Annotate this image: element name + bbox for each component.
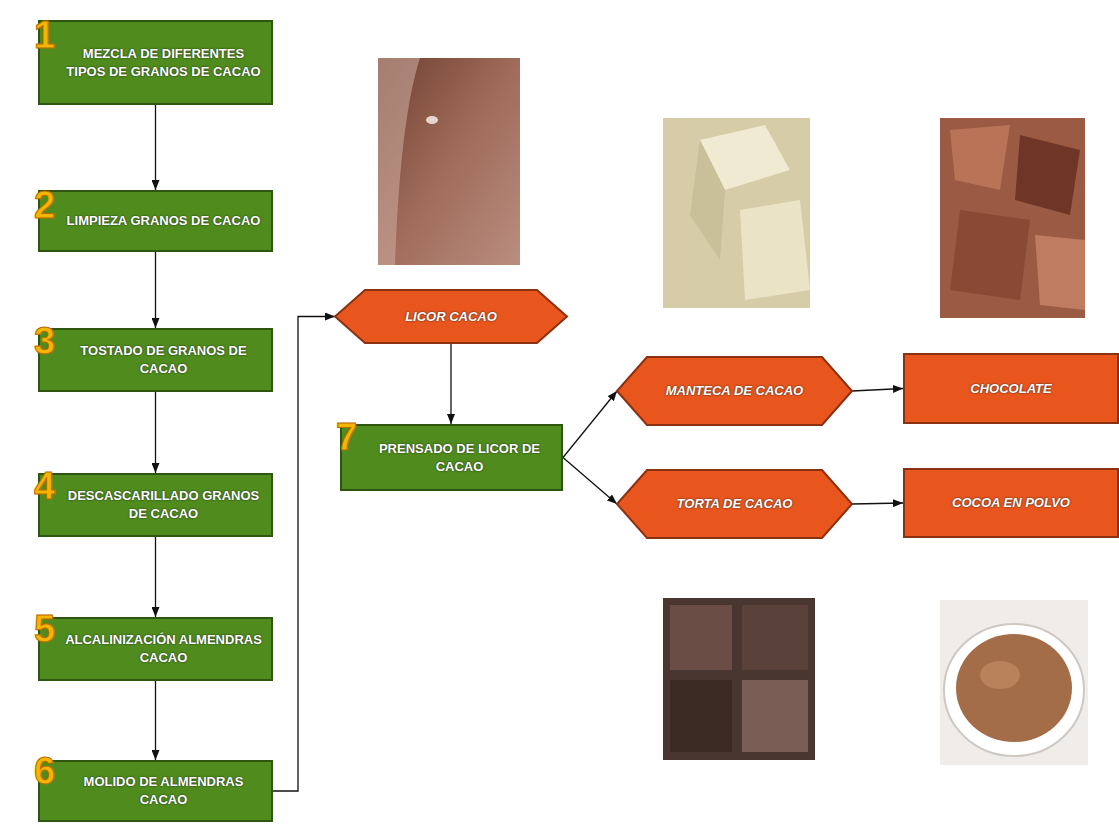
bowl [944,624,1084,756]
photo-ground [663,118,810,308]
hexagon-shape [617,470,852,538]
photo-highlight [378,58,420,265]
product-box: CHOCOLATE [903,353,1119,424]
photo-ground [663,598,815,760]
node-text: LICOR CACAO [405,308,497,326]
flow-arrow [563,391,617,458]
cocoa-powder-photo [940,600,1088,765]
flow-arrow [852,503,903,504]
chunk [1015,135,1080,215]
step-number: 3 [34,322,55,360]
node-text: MEZCLA DE DIFERENTES TIPOS DE GRANOS DE … [64,45,263,80]
butter-piece [740,200,810,300]
flow-arrow [563,458,617,505]
node-text: LIMPIEZA GRANOS DE CACAO [67,212,261,230]
bar-square [670,680,732,752]
chunk [1035,235,1085,310]
photo-ground [940,118,1085,318]
node-text: MANTECA DE CACAO [666,382,803,400]
cocoa-powder [956,634,1072,742]
process-box: PRENSADO DE LICOR DE CACAO [340,424,563,491]
node-text: MOLIDO DE ALMENDRAS CACAO [64,773,263,808]
photo-highlight [426,116,438,124]
butter-piece [690,140,725,260]
step-number: 2 [34,186,55,224]
process-box: TOSTADO DE GRANOS DE CACAO [38,328,273,392]
process-box: ALCALINIZACIÓN ALMENDRAS CACAO [38,617,273,681]
bar-square [742,605,808,670]
step-number: 7 [336,418,357,456]
node-text: COCOA EN POLVO [952,494,1070,512]
chocolate-bar-photo [663,598,815,760]
flow-arrow [450,343,451,424]
node-text: CHOCOLATE [970,380,1051,398]
process-box: MOLIDO DE ALMENDRAS CACAO [38,760,273,822]
flow-arrow [155,252,156,328]
product-hexagon: TORTA DE CACAO [617,470,852,538]
bar-square [670,605,732,670]
step-number: 6 [34,752,55,790]
chunk [950,210,1030,300]
flow-arrow [155,681,156,760]
hexagon-shape [617,357,852,425]
node-text: ALCALINIZACIÓN ALMENDRAS CACAO [64,631,263,666]
process-box: MEZCLA DE DIFERENTES TIPOS DE GRANOS DE … [38,20,273,105]
node-text: TORTA DE CACAO [677,495,793,513]
cocoa-liquor-photo [378,58,520,265]
hexagon-shape [335,290,567,343]
cocoa-butter-photo [663,118,810,308]
process-box: DESCASCARILLADO GRANOS DE CACAO [38,473,273,537]
product-hexagon: MANTECA DE CACAO [617,357,852,425]
flow-arrow [852,389,903,392]
chocolate-chunks-photo [940,118,1085,318]
bar-square [742,680,808,752]
powder-highlight [980,661,1020,689]
flow-arrow [155,392,156,473]
process-box: LIMPIEZA GRANOS DE CACAO [38,190,273,252]
product-hexagon: LICOR CACAO [335,290,567,343]
flow-arrow [273,317,335,792]
step-number: 5 [34,610,55,648]
flow-arrow [155,537,156,617]
flow-arrow [155,105,156,190]
step-number: 4 [34,467,55,505]
node-text: DESCASCARILLADO GRANOS DE CACAO [64,487,263,522]
node-text: TOSTADO DE GRANOS DE CACAO [64,342,263,377]
photo-ground [378,58,520,265]
product-box: COCOA EN POLVO [903,468,1119,538]
node-text: PRENSADO DE LICOR DE CACAO [366,440,553,475]
chunk [950,125,1010,190]
photo-ground [940,600,1088,765]
step-number: 1 [34,16,55,54]
